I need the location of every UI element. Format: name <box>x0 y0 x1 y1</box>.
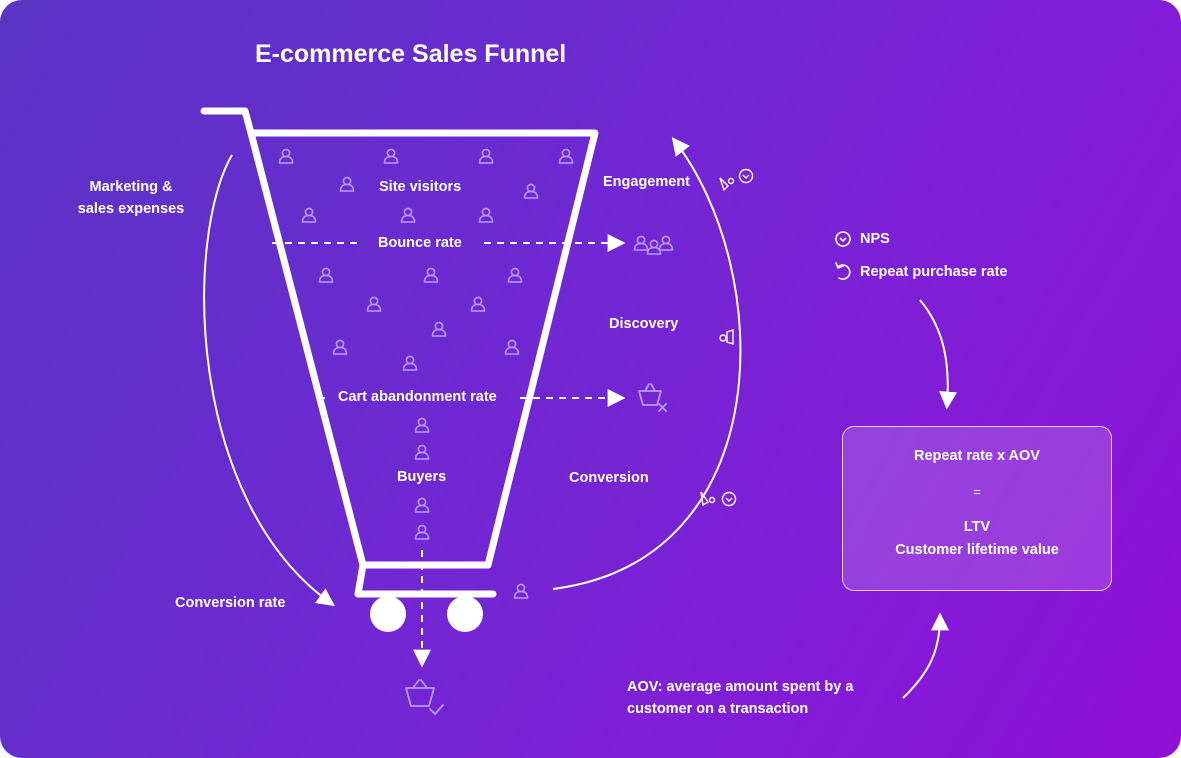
ltv-equals: = <box>973 484 981 499</box>
marketing-label-line1: Marketing & <box>89 179 173 195</box>
page-title: E-commerce Sales Funnel <box>255 40 567 68</box>
basket-x-icon <box>638 383 667 412</box>
cart-wheel-right <box>447 596 483 632</box>
engagement-label: Engagement <box>603 174 691 190</box>
repeat-purchase-label: Repeat purchase rate <box>860 264 1008 280</box>
megaphone-icon-discovery <box>719 329 734 345</box>
group-icon <box>633 235 674 255</box>
ltv-box: Repeat rate x AOV = LTV Customer lifetim… <box>842 426 1112 591</box>
aov-note-line2: customer on a transaction <box>627 701 809 717</box>
ltv-formula: Repeat rate x AOV <box>914 448 1040 464</box>
refresh-icon <box>835 262 851 280</box>
marketing-label: Marketing & sales expenses <box>70 176 192 220</box>
ltv-title: LTV <box>963 519 991 535</box>
marketing-label-line2: sales expenses <box>77 201 185 217</box>
aov-note: AOV: average amount spent by a customer … <box>627 676 853 720</box>
person-icons <box>278 148 574 599</box>
bounce-rate-label: Bounce rate <box>378 235 462 251</box>
dashed-arrows <box>272 234 626 668</box>
basket-check-icon <box>405 679 444 715</box>
megaphone-chat-icon-engagement <box>719 168 754 192</box>
conversion-label: Conversion <box>569 470 649 486</box>
cart-wheel-left <box>370 596 406 632</box>
conversion-rate-label: Conversion rate <box>175 595 286 611</box>
cart-abandonment-label: Cart abandonment rate <box>338 389 497 405</box>
curved-arrows <box>203 137 958 699</box>
site-visitors-label: Site visitors <box>379 179 462 195</box>
megaphone-chat-icon-conversion <box>700 491 737 507</box>
nps-label: NPS <box>860 231 890 247</box>
discovery-label: Discovery <box>609 316 679 332</box>
cart-funnel-outline <box>200 107 599 598</box>
aov-note-line1: AOV: average amount spent by a <box>627 679 854 695</box>
ltv-description: Customer lifetime value <box>895 542 1059 558</box>
buyers-label: Buyers <box>397 469 447 485</box>
chat-heart-icon <box>835 231 851 247</box>
